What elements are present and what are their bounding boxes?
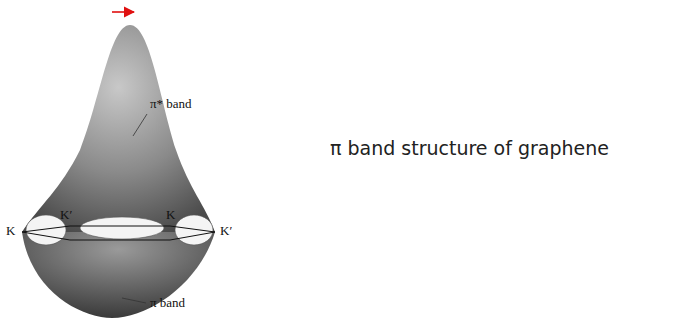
brillouin-zone-edge [22,232,215,240]
band-label: π* band [150,97,192,111]
band-label: π band [150,296,185,310]
dirac-cone-opening [80,217,164,239]
k-point-label: K [166,208,175,222]
dirac-cone-opening [175,215,213,245]
pi-band-surface [22,232,215,318]
leader-line [122,298,146,303]
red-arrow [112,11,134,13]
figure-title: π band structure of graphene [330,138,609,159]
brillouin-zone-edge [22,226,215,232]
pi-star-band-surface [22,25,215,232]
k-point-label: K′ [60,208,72,222]
k-point-label: K′ [220,224,232,238]
k-point-label: K [6,224,15,238]
leader-line [133,114,147,136]
